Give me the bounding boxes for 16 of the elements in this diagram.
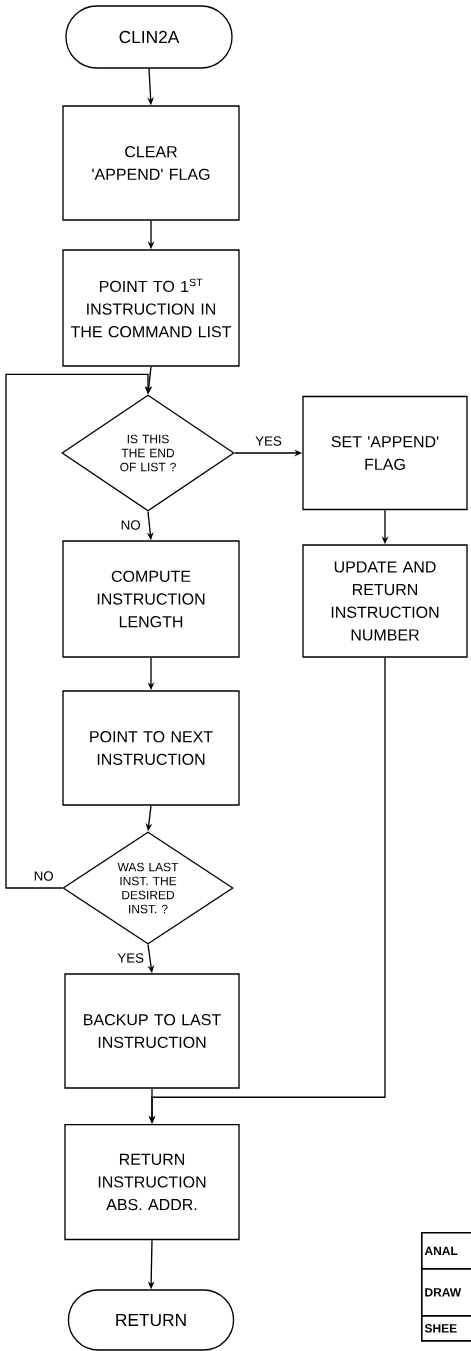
edge-label: YES: [253, 434, 284, 448]
table-cell: SHEE: [421, 1315, 471, 1342]
process-box: POINT TO NEXT INSTRUCTION: [62, 690, 240, 806]
edge-label: NO: [119, 518, 142, 532]
edge-label: YES: [116, 951, 146, 965]
edge-label: NO: [32, 869, 55, 883]
process-box: POINT TO 1$^{ST}$ INSTRUCTION IN THE COMMAND LIST: [62, 249, 240, 367]
process-box: CLEAR 'APPEND' FLAG: [62, 105, 240, 221]
process-box: BACKUP TO LAST INSTRUCTION: [64, 973, 240, 1089]
arrow: [5, 373, 152, 889]
process-box: UPDATE AND RETURN INSTRUCTION NUMBER: [302, 544, 468, 658]
process-box: SET 'APPEND' FLAG: [302, 395, 468, 511]
table-cell: ANAL: [421, 1232, 471, 1270]
table-cell: DRAW: [421, 1268, 471, 1317]
process-box: RETURN INSTRUCTION ABS. ADDR.: [64, 1123, 240, 1241]
process-box: COMPUTE INSTRUCTION LENGTH: [62, 540, 240, 658]
